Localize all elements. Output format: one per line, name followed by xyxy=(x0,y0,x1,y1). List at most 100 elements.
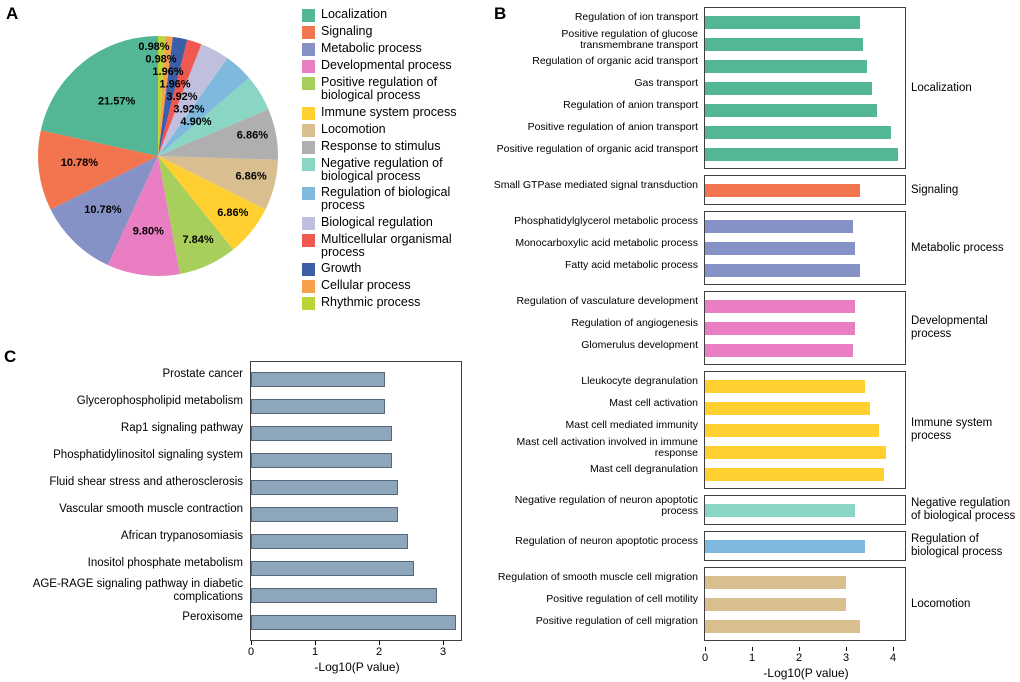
go-bar-row xyxy=(705,615,905,637)
go-x-tick-mark xyxy=(893,647,894,651)
go-bar-row xyxy=(705,77,905,99)
legend-swatch xyxy=(302,60,315,73)
pie-slice-response-to-stimulus xyxy=(158,109,278,160)
kegg-bar xyxy=(251,588,437,603)
go-term-label: Positive regulation of glucose transmemb… xyxy=(561,27,698,51)
pie-chart: 21.57%10.78%10.78%9.80%7.84%6.86%6.86%6.… xyxy=(38,36,278,276)
kegg-x-tick-label: 0 xyxy=(247,646,255,658)
kegg-x-tick-mark xyxy=(315,641,316,645)
go-bar-row xyxy=(705,121,905,143)
kegg-term-label: Rap1 signaling pathway xyxy=(120,422,243,435)
go-bar-row xyxy=(705,499,905,521)
go-group-locomotion: Regulation of smooth muscle cell migrati… xyxy=(492,567,1020,641)
go-bar xyxy=(705,619,861,633)
kegg-term-label: Fluid shear stress and atherosclerosis xyxy=(49,476,243,489)
pie-percent-label: 10.78% xyxy=(84,204,122,216)
go-x-tick-label: 2 xyxy=(795,652,803,664)
kegg-bar-row xyxy=(251,447,461,474)
kegg-x-tick-mark xyxy=(251,641,252,645)
pie-percent-label: 7.84% xyxy=(182,234,213,246)
pie-percent-label: 0.98% xyxy=(145,54,176,66)
kegg-bar-row xyxy=(251,366,461,393)
go-term-label: Regulation of anion transport xyxy=(563,99,698,112)
go-bar xyxy=(705,575,846,589)
go-bar xyxy=(705,401,870,415)
kegg-bar xyxy=(251,372,386,387)
kegg-bar-row xyxy=(251,582,461,609)
legend-label: Cellular process xyxy=(321,278,411,292)
pie-slice-growth xyxy=(158,36,188,156)
legend-item-growth: Growth xyxy=(302,261,490,276)
pie-slice-positive-regulation-of-biological-process xyxy=(158,156,234,274)
go-x-axis-title: -Log10(P value) xyxy=(763,666,849,680)
kegg-bar-row xyxy=(251,555,461,582)
go-bar-row xyxy=(705,179,905,201)
legend-swatch xyxy=(302,157,315,171)
kegg-term-label: African trypanosomiasis xyxy=(120,530,243,543)
legend-swatch xyxy=(302,297,315,310)
kegg-term-label: Vascular smooth muscle contraction xyxy=(59,503,243,516)
go-group-box xyxy=(704,291,906,365)
go-x-tick-label: 0 xyxy=(701,652,709,664)
go-bar-row xyxy=(705,375,905,397)
legend-swatch xyxy=(302,106,315,120)
legend-label: Localization xyxy=(321,7,388,21)
go-bar-row xyxy=(705,237,905,259)
go-group-box xyxy=(704,7,906,169)
go-bar xyxy=(705,37,863,51)
go-x-tick-label: 1 xyxy=(748,652,756,664)
kegg-x-tick-mark xyxy=(443,641,444,645)
go-bar-row xyxy=(705,143,905,165)
go-bar-row xyxy=(705,463,905,485)
go-x-tick-mark xyxy=(705,647,706,651)
kegg-bar-row xyxy=(251,501,461,528)
legend-swatch xyxy=(302,43,315,56)
go-group-box xyxy=(704,567,906,641)
go-bar xyxy=(705,597,846,611)
pie-slice-cellular-process xyxy=(158,36,173,157)
kegg-bar xyxy=(251,534,408,549)
go-bar xyxy=(705,423,879,437)
pie-slice-developmental-process xyxy=(107,156,181,276)
pie-slice-negative-regulation-of-biological-process xyxy=(158,77,269,156)
legend-swatch xyxy=(302,26,315,39)
legend-label: Positive regulation of biological proces… xyxy=(321,75,438,103)
go-term-label: Positive regulation of organic acid tran… xyxy=(496,143,698,156)
legend-swatch xyxy=(302,280,315,293)
panel-b-label: B xyxy=(494,4,507,23)
kegg-bar-row xyxy=(251,420,461,447)
legend-swatch xyxy=(302,123,315,137)
pie-percent-label: 4.90% xyxy=(180,116,211,128)
kegg-term-label: Inositol phosphate metabolism xyxy=(87,557,243,570)
go-bar xyxy=(705,321,856,335)
kegg-x-tick-label: 2 xyxy=(375,646,383,658)
go-term-label: Positive regulation of cell motility xyxy=(546,593,698,606)
go-term-label: Mast cell activation xyxy=(609,397,698,410)
legend-item-localization: Localization xyxy=(302,7,490,22)
go-group-name: Immune system process xyxy=(911,417,993,442)
pie-percent-label: 6.86% xyxy=(237,129,268,141)
panel-c-label: C xyxy=(4,347,17,366)
go-term-label: Positive regulation of anion transport xyxy=(527,121,698,134)
go-term-label: Positive regulation of cell migration xyxy=(535,615,698,628)
legend-item-rhythmic-process: Rhythmic process xyxy=(302,295,490,310)
go-term-label: Mast cell degranulation xyxy=(590,463,698,476)
go-term-label: Regulation of smooth muscle cell migrati… xyxy=(497,571,698,584)
go-bar-row xyxy=(705,215,905,237)
kegg-bar-row xyxy=(251,528,461,555)
go-bar xyxy=(705,299,856,313)
go-term-label: Regulation of ion transport xyxy=(574,11,698,24)
pie-percent-label: 9.80% xyxy=(133,226,164,238)
go-term-label: Regulation of angiogenesis xyxy=(571,317,698,330)
go-group-box xyxy=(704,531,906,561)
legend-item-response-to-stimulus: Response to stimulus xyxy=(302,139,490,154)
go-term-label: Negative regulation of neuron apoptotic … xyxy=(514,493,698,517)
go-term-labels: Small GTPase mediated signal transductio… xyxy=(492,175,704,205)
go-term-label: Phosphatidylglycerol metabolic process xyxy=(514,215,698,228)
legend-label: Rhythmic process xyxy=(321,295,421,309)
